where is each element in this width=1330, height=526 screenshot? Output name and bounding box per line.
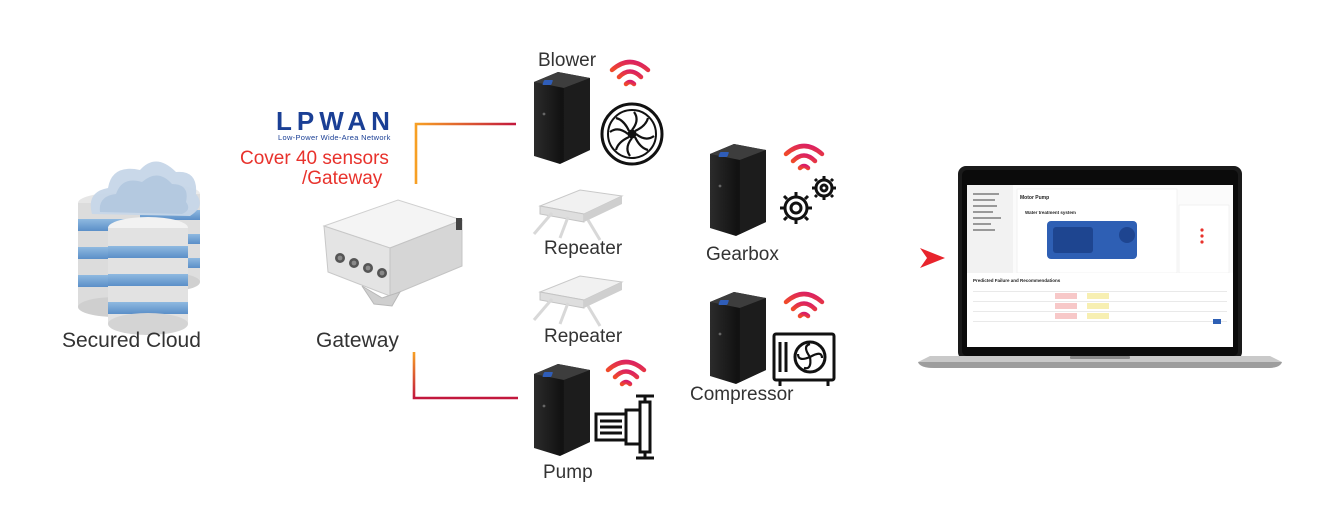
- fan-icon: [600, 102, 664, 166]
- compressor-label: Compressor: [690, 384, 794, 405]
- cloud-label: Secured Cloud: [62, 329, 201, 352]
- wifi-signal-icon: [608, 362, 644, 384]
- dashboard-screen-graphics: [967, 185, 1233, 347]
- gears-icon: [780, 176, 836, 224]
- wifi-signal-icon: [786, 146, 822, 168]
- dashboard-system-title: Water treatment system: [1025, 210, 1076, 215]
- dashboard-page-title: Motor Pump: [1020, 195, 1050, 201]
- repeater-antenna-icon: [532, 188, 624, 242]
- compressor-icon: [772, 332, 836, 386]
- lpwan-badge: LPWAN Low-Power Wide-Area Network: [276, 108, 395, 142]
- wifi-signal-icon: [786, 294, 822, 316]
- repeater-antenna-icon: [532, 274, 624, 328]
- sensor-device-icon: [534, 364, 590, 456]
- dashboard-panel-title: Predicted Failure and Recommendations: [973, 278, 1061, 283]
- connection-links: [212, 122, 928, 400]
- sensor-device-icon: [710, 144, 766, 236]
- pump-label: Pump: [543, 462, 593, 483]
- pump-icon: [594, 394, 654, 460]
- cloud-server-icon: [78, 161, 200, 335]
- sensor-device-icon: [710, 292, 766, 384]
- lpwan-title: LPWAN: [276, 106, 395, 136]
- dashboard-screen: Motor Pump Water treatment system Predic…: [967, 185, 1233, 347]
- gateway-label: Gateway: [316, 329, 399, 352]
- sensor-device-icon: [534, 72, 590, 164]
- gateway-device-icon: [322, 199, 464, 307]
- wifi-signal-icon: [612, 62, 648, 84]
- flow-arrow-icon: [920, 248, 945, 268]
- coverage-line-1: Cover 40 sensors: [240, 148, 389, 169]
- coverage-line-2: /Gateway: [302, 168, 383, 189]
- gearbox-label: Gearbox: [706, 244, 779, 265]
- lpwan-subtitle: Low-Power Wide-Area Network: [278, 133, 391, 142]
- blower-label: Blower: [538, 50, 597, 71]
- repeater-bottom-label: Repeater: [544, 326, 623, 347]
- repeater-top-label: Repeater: [544, 238, 623, 259]
